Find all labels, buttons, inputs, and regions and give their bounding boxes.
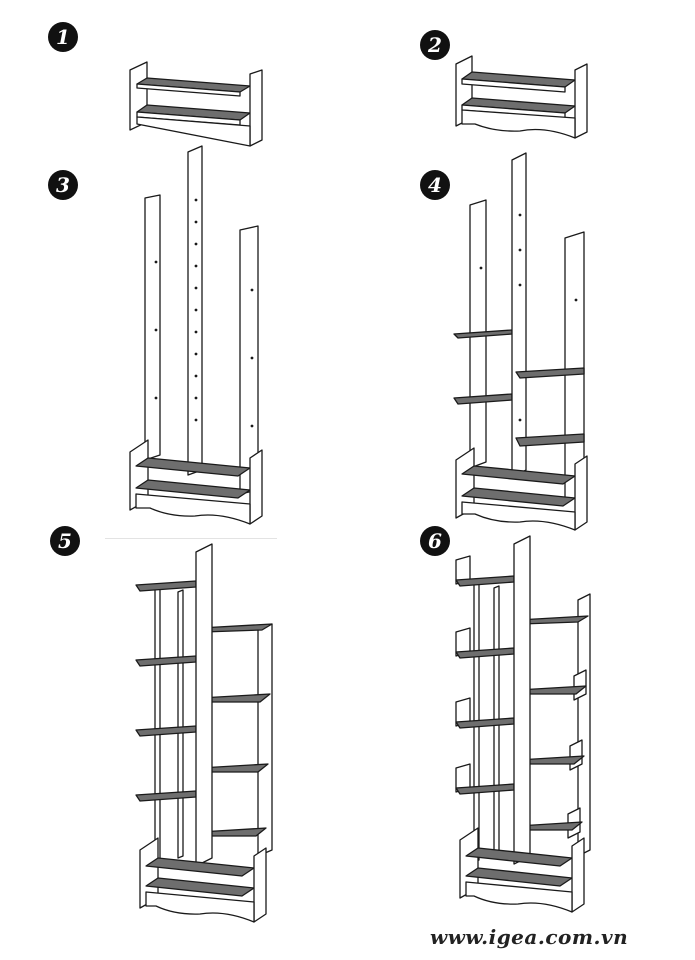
faint-guide-line	[105, 538, 277, 539]
step-6-number-badge: 6	[420, 526, 450, 556]
step-1-number-badge: 1	[48, 22, 78, 52]
step-4-number-badge: 4	[420, 170, 450, 200]
step-3-number-badge: 3	[48, 170, 78, 200]
step-5-number-badge: 5	[50, 526, 80, 556]
step-2-number-badge: 2	[420, 30, 450, 60]
website-watermark: www.igea.com.vn	[430, 925, 629, 949]
